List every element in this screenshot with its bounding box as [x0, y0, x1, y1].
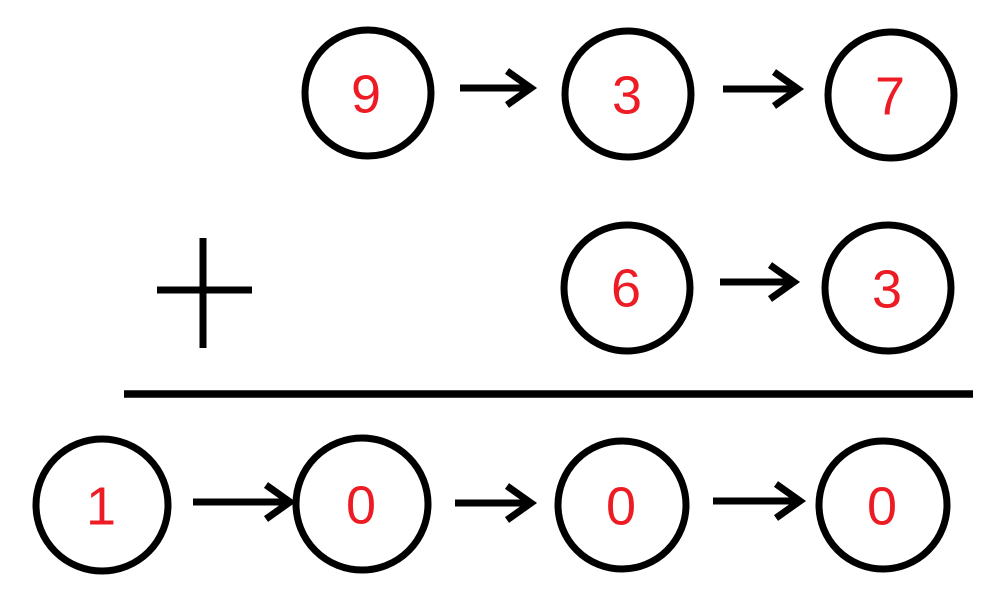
node-circle — [32, 435, 172, 575]
list-node: 0 — [554, 437, 690, 573]
list-node: 3 — [561, 27, 695, 161]
node-circle — [824, 28, 958, 162]
node-value: 9 — [351, 64, 381, 124]
addend-1-row: 9 3 7 — [301, 26, 958, 162]
node-value: 7 — [875, 66, 905, 126]
node-circle — [561, 27, 695, 161]
arrow-head — [767, 262, 801, 302]
list-node: 3 — [821, 221, 955, 355]
next-pointer-arrow-icon — [460, 68, 538, 108]
node-value: 0 — [867, 476, 897, 536]
next-pointer-arrow-icon — [713, 481, 807, 521]
node-value: 3 — [612, 65, 642, 125]
arrow-head — [504, 68, 538, 108]
node-circle — [554, 437, 690, 573]
next-pointer-arrow-icon — [455, 483, 538, 523]
node-circle — [821, 221, 955, 355]
node-value: 0 — [606, 476, 636, 536]
addend-2-row: 6 3 — [560, 221, 955, 355]
arrow-head — [504, 483, 538, 523]
list-node: 7 — [824, 28, 958, 162]
node-circle — [815, 437, 951, 573]
list-node: 0 — [815, 437, 951, 573]
node-value: 3 — [872, 259, 902, 319]
list-node: 1 — [32, 435, 172, 575]
next-pointer-arrow-icon — [193, 482, 297, 522]
arrow-head — [263, 482, 297, 522]
list-node: 0 — [292, 434, 432, 574]
node-value: 1 — [86, 476, 116, 536]
plus-operator-icon — [157, 238, 252, 348]
arrow-head — [771, 69, 805, 109]
node-circle — [292, 434, 432, 574]
next-pointer-arrow-icon — [720, 262, 801, 302]
arrow-head — [773, 481, 807, 521]
list-node: 9 — [301, 26, 435, 160]
node-value: 0 — [346, 475, 376, 535]
node-value: 6 — [611, 258, 641, 318]
node-circle — [301, 26, 435, 160]
list-node: 6 — [560, 221, 694, 355]
sum-result-row: 1 0 0 0 — [32, 434, 951, 575]
next-pointer-arrow-icon — [723, 69, 805, 109]
node-circle — [560, 221, 694, 355]
